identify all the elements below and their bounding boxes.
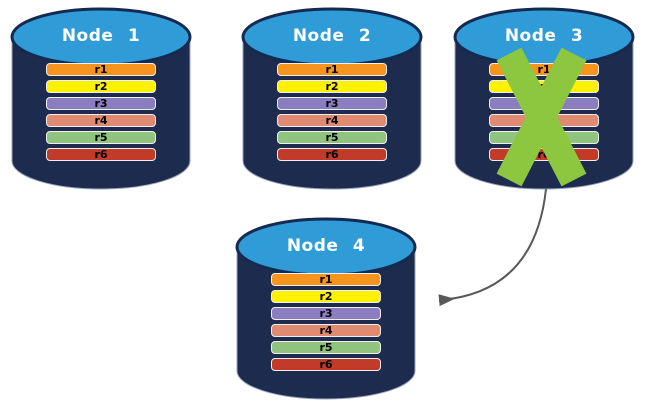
- replica-label: r3: [319, 307, 333, 320]
- replica-bar: r6: [46, 148, 156, 161]
- replica-bar: r1: [46, 63, 156, 76]
- replica-label: r5: [94, 131, 108, 144]
- replica-label: r2: [94, 80, 108, 93]
- replica-label: r2: [319, 290, 333, 303]
- replica-label: r3: [325, 97, 339, 110]
- replica-stack: r1 r2 r3 r4 r5 r6: [46, 63, 156, 161]
- arrow-path: [438, 188, 547, 307]
- replica-label: r1: [94, 63, 108, 76]
- replica-bar: r5: [277, 131, 387, 144]
- replica-label: r6: [537, 148, 551, 161]
- failure-x-icon: [496, 47, 587, 187]
- replica-bar: r4: [277, 114, 387, 127]
- replica-label: r4: [325, 114, 339, 127]
- node-2: Node 2 r1 r2 r3 r4 r5 r6: [240, 4, 424, 190]
- replica-label: r1: [325, 63, 339, 76]
- replica-label: r5: [325, 131, 339, 144]
- replica-label: r5: [319, 341, 333, 354]
- node-3: Node 3 r1 r2 r3 r4 r5 r6: [452, 4, 636, 190]
- x-stroke: [496, 47, 587, 187]
- replica-stack: r1 r2 r3 r4 r5 r6: [277, 63, 387, 161]
- node-title: Node 4: [286, 236, 366, 256]
- replica-bar: r4: [46, 114, 156, 127]
- replica-label: r4: [319, 324, 333, 337]
- replica-label: r6: [325, 148, 339, 161]
- replica-label: r1: [537, 63, 551, 76]
- replica-stack: r1 r2 r3 r4 r5 r6: [271, 273, 381, 371]
- replica-label: r4: [94, 114, 108, 127]
- replica-label: r6: [319, 358, 333, 371]
- replica-bar: r2: [271, 290, 381, 303]
- node-title: Node 1: [61, 26, 141, 46]
- node-title: Node 3: [504, 26, 584, 46]
- replica-bar: r6: [271, 358, 381, 371]
- replica-bar: r1: [271, 273, 381, 286]
- replica-bar: r4: [271, 324, 381, 337]
- replica-label: r1: [319, 273, 333, 286]
- replica-label: r6: [94, 148, 108, 161]
- replica-bar: r5: [46, 131, 156, 144]
- replica-label: r3: [94, 97, 108, 110]
- node-1: Node 1 r1 r2 r3 r4 r5 r6: [9, 4, 193, 190]
- node-4: Node 4 r1 r2 r3 r4 r5 r6: [234, 214, 418, 400]
- replica-bar: r5: [271, 341, 381, 354]
- redistribution-arrow-icon: [438, 188, 547, 307]
- replica-bar: r6: [277, 148, 387, 161]
- replica-bar: r2: [277, 80, 387, 93]
- replica-label: r2: [325, 80, 339, 93]
- replica-bar: r3: [46, 97, 156, 110]
- replica-bar: r2: [46, 80, 156, 93]
- replica-bar: r3: [277, 97, 387, 110]
- replica-bar: r3: [271, 307, 381, 320]
- node-title: Node 2: [292, 26, 372, 46]
- replica-bar: r1: [277, 63, 387, 76]
